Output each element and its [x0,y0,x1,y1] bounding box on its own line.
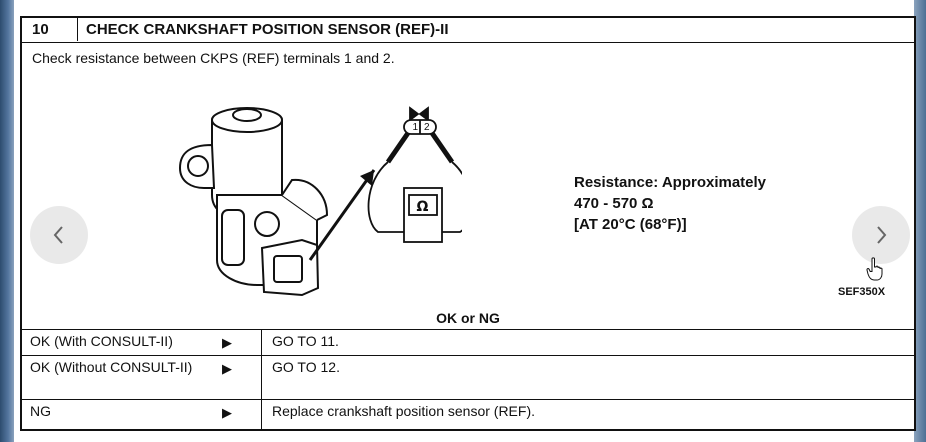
hand-cursor-icon [866,257,883,281]
sensor-illustration: 1 2 Ω [178,106,462,297]
result-header-row: OK or NG [22,306,914,330]
step-title: CHECK CRANKSHAFT POSITION SENSOR (REF)-I… [86,21,449,38]
result-row-ng: NG ▶ Replace crankshaft position sensor … [22,400,914,429]
spec-line-1: Resistance: Approximately [574,174,767,191]
figure-code: SEF350X [838,286,886,298]
result-condition: OK (With CONSULT-II) [30,333,173,349]
diagnostic-step-box: 10 CHECK CRANKSHAFT POSITION SENSOR (REF… [20,16,916,431]
result-condition-cell: NG ▶ [22,400,262,429]
spec-line-3: [AT 20°C (68°F)] [574,216,687,233]
window-frame-left [0,0,14,442]
result-condition-cell: OK (With CONSULT-II) ▶ [22,330,262,355]
result-condition: OK (Without CONSULT-II) [30,359,193,375]
right-arrow-icon: ▶ [222,405,232,420]
terminal-1-label: 1 [413,122,419,133]
step-header: 10 CHECK CRANKSHAFT POSITION SENSOR (REF… [22,18,914,43]
result-row-ok-consult: OK (With CONSULT-II) ▶ GO TO 11. [22,330,914,356]
result-action: Replace crankshaft position sensor (REF)… [272,403,535,419]
spec-line-2: 470 - 570 Ω [574,195,654,212]
result-condition-cell: OK (Without CONSULT-II) ▶ [22,356,262,399]
document-page: 10 CHECK CRANKSHAFT POSITION SENSOR (REF… [14,0,916,442]
terminal-2-label: 2 [424,122,430,133]
result-row-ok-no-consult: OK (Without CONSULT-II) ▶ GO TO 12. [22,356,914,400]
ohm-symbol: Ω [417,199,429,215]
right-arrow-icon: ▶ [222,361,232,376]
result-condition: NG [30,403,51,419]
previous-page-button[interactable] [30,206,88,264]
result-action: GO TO 12. [272,359,340,375]
step-instruction: Check resistance between CKPS (REF) term… [32,50,395,66]
step-number: 10 [22,18,78,41]
chevron-left-icon [53,226,63,244]
window-frame-right [914,0,926,442]
chevron-right-icon [877,226,887,244]
resistance-spec: Resistance: Approximately 470 - 570 Ω [A… [574,172,766,235]
result-action: GO TO 11. [272,333,339,349]
next-page-button[interactable] [852,206,910,264]
result-header: OK or NG [436,310,500,326]
right-arrow-icon: ▶ [222,335,232,350]
